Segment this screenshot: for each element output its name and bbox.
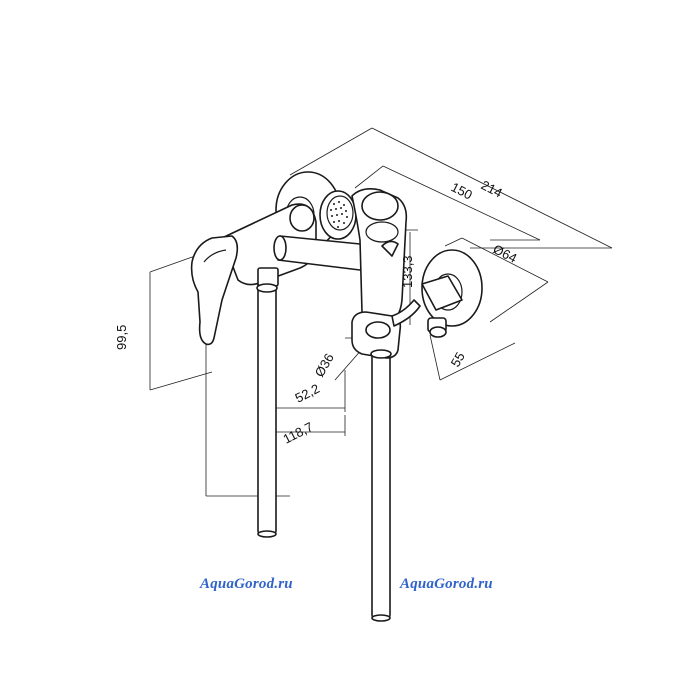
hand-shower-head bbox=[319, 190, 357, 240]
left-supply-pipe bbox=[257, 281, 277, 538]
dim-118-7: 118,7 bbox=[281, 419, 316, 447]
dim-52-2: 52,2 bbox=[293, 381, 322, 406]
dim-214: 214 bbox=[479, 177, 505, 200]
right-wall-flange bbox=[421, 249, 483, 338]
dim-55: 55 bbox=[448, 349, 468, 369]
watermark-right: AquaGorod.ru bbox=[400, 576, 493, 592]
lever-handle bbox=[190, 235, 239, 346]
shower-handle bbox=[351, 188, 408, 329]
watermark-left: AquaGorod.ru bbox=[200, 576, 293, 592]
shower-holder bbox=[351, 299, 421, 359]
dim-133-3: 133,3 bbox=[400, 255, 415, 288]
mixer-body bbox=[221, 203, 317, 293]
dim-d64: Ø64 bbox=[491, 241, 520, 266]
dim-99-5: 99,5 bbox=[114, 325, 129, 350]
right-shower-hose bbox=[371, 349, 391, 622]
shower-nozzles bbox=[330, 201, 348, 228]
dim-d36: Ø36 bbox=[312, 351, 337, 380]
